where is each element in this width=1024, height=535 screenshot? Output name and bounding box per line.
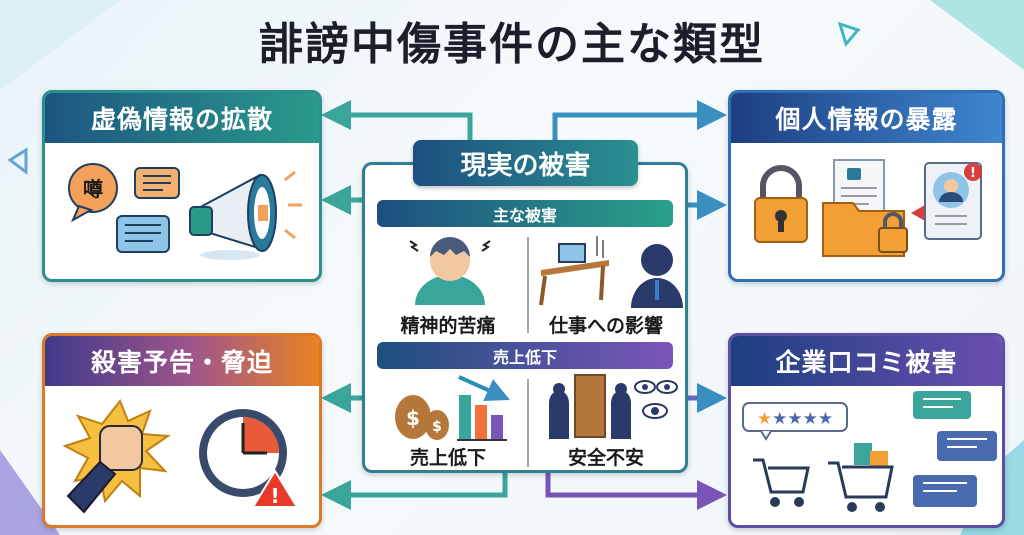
svg-text:!: ! [970, 166, 976, 181]
card-title: 虚偽情報の拡散 [45, 93, 319, 143]
work-impact-icon [539, 236, 683, 308]
divider [527, 237, 529, 333]
damage-item-mental-distress: 精神的苦痛 [400, 315, 496, 337]
real-damage-panel: 主な被害 精神的苦痛 仕事への影響 売上低下 $ $ 売上低下 安全不安 [362, 162, 688, 473]
megaphone-icon [189, 170, 302, 260]
section-sales-decline-header: 売上低下 [377, 342, 673, 369]
headache-person-icon [409, 237, 491, 305]
card-title: 殺害予告・脅迫 [45, 336, 319, 386]
clock-warning-icon: ! [199, 409, 299, 508]
card-corporate-review-damage: 企業口コミ被害 ★★★★★ [728, 333, 1005, 528]
sales-decline-chart-icon: $ $ [395, 375, 510, 441]
page-title: 誹謗中傷事件の主な類型 [259, 19, 765, 70]
profile-alert-icon: ! [911, 162, 982, 240]
shopping-cart-icon [753, 458, 810, 507]
card-threats: 殺害予告・脅迫 ! [42, 333, 322, 528]
damage-item-safety-anxiety: 安全不安 [567, 447, 644, 469]
damage-item-work-impact: 仕事への影響 [548, 315, 663, 337]
real-damage-title: 現実の被害 [413, 140, 638, 186]
card-title: 個人情報の暴露 [731, 93, 1002, 143]
security-concern-icon [549, 374, 678, 439]
card-title: 企業口コミ被害 [731, 336, 1002, 386]
card-false-information: 虚偽情報の拡散 噂 [42, 90, 322, 282]
shopping-cart-bags-icon [828, 443, 894, 512]
review-stars-icon: ★★★★★ [742, 402, 848, 441]
svg-text:$: $ [406, 406, 420, 430]
divider [527, 379, 529, 467]
padlock-icon [754, 165, 808, 243]
fist-icon [62, 399, 171, 514]
rumor-glyph: 噂 [83, 177, 103, 201]
svg-text:★★★★★: ★★★★★ [757, 409, 833, 429]
chat-bubbles-icon [913, 391, 997, 507]
svg-text:!: ! [270, 484, 279, 508]
svg-text:$: $ [432, 419, 442, 435]
section-main-damage-header: 主な被害 [377, 200, 673, 227]
damage-item-sales-decline: 売上低下 [409, 447, 486, 469]
speech-bubbles-icon: 噂 [68, 163, 180, 253]
locked-folder-icon [822, 159, 908, 257]
card-personal-info-exposure: 個人情報の暴露 ! [728, 90, 1005, 282]
